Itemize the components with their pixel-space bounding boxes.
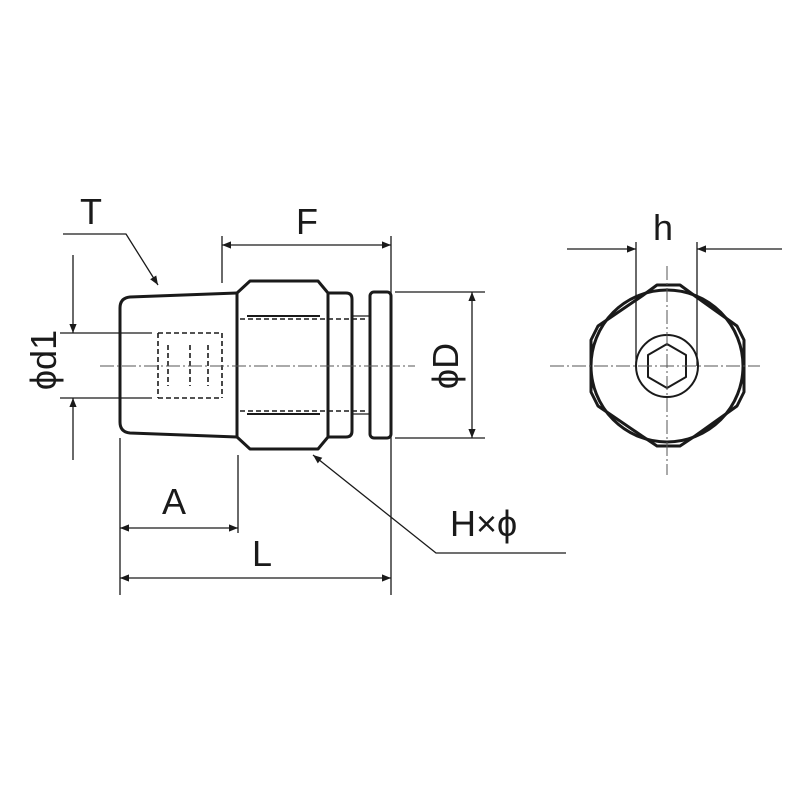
end-view: h (550, 207, 782, 475)
label-l: L (252, 533, 272, 574)
label-t: T (80, 191, 102, 232)
label-hphi: H×ϕ (450, 503, 517, 544)
hex-body (235, 279, 330, 451)
release-ring (368, 290, 393, 440)
leader-hphi (312, 454, 566, 554)
label-h: h (653, 207, 673, 248)
collar (328, 291, 354, 439)
leader-t (63, 233, 159, 286)
label-d1: ϕd1 (23, 330, 64, 390)
label-a: A (162, 481, 186, 522)
threaded-end (118, 291, 238, 439)
label-d: ϕD (425, 343, 466, 389)
label-f: F (296, 201, 318, 242)
side-view: T F A L H×ϕ ϕD ϕd1 (23, 191, 566, 595)
